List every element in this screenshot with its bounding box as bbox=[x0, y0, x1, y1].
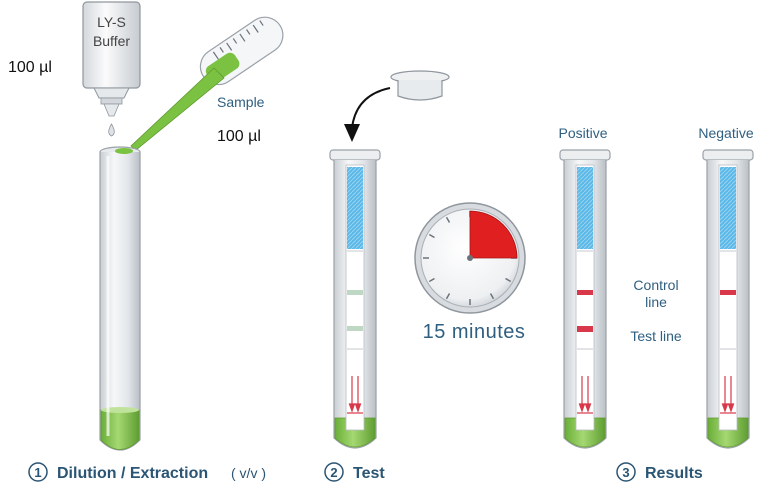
step-captions: 1 Dilution / Extraction ( v/v ) 2 Test 3… bbox=[28, 462, 703, 482]
step3-title: Results bbox=[645, 465, 703, 482]
positive-label: Positive bbox=[558, 125, 607, 141]
test-strip bbox=[345, 164, 365, 431]
negative-label: Negative bbox=[698, 125, 753, 141]
timer-duration-label: 15 minutes bbox=[423, 321, 526, 343]
control-line-pending bbox=[347, 290, 363, 295]
test-line-label: Test line bbox=[630, 328, 682, 344]
step1-number: 1 bbox=[34, 465, 41, 480]
positive-test-line bbox=[577, 326, 593, 332]
step1-number-circle bbox=[28, 462, 48, 482]
control-line-label-2: line bbox=[645, 294, 667, 310]
step1-caption: 1 Dilution / Extraction ( v/v ) bbox=[28, 462, 266, 482]
timer-icon bbox=[414, 202, 526, 314]
test-line-pending bbox=[347, 326, 363, 331]
arrow-icon bbox=[351, 87, 391, 129]
negative-dip-arrows-icon bbox=[720, 376, 736, 414]
bottle-label-line2: Buffer bbox=[93, 33, 130, 49]
dip-arrows-icon bbox=[347, 376, 363, 414]
step3-caption: 3 Results bbox=[616, 462, 703, 482]
step2-test: 15 minutes bbox=[329, 70, 526, 449]
arrow-head-icon bbox=[344, 124, 360, 142]
test-tube bbox=[329, 149, 381, 449]
step2-caption: 2 Test bbox=[324, 462, 385, 482]
positive-control-line bbox=[577, 290, 593, 295]
control-line-label-1: Control bbox=[633, 277, 678, 293]
step3-number-circle bbox=[616, 462, 636, 482]
negative-control-line bbox=[720, 290, 736, 295]
pipette-icon bbox=[130, 16, 284, 151]
extraction-tube bbox=[99, 146, 141, 451]
step2-number-circle bbox=[324, 462, 344, 482]
step3-results: Positive Negative bbox=[558, 125, 754, 449]
sample-label: Sample bbox=[217, 94, 265, 110]
step1-title: Dilution / Extraction bbox=[57, 465, 208, 482]
step1-dilution: LY-S Buffer 100 µl Sample bbox=[8, 1, 284, 451]
negative-tube bbox=[702, 149, 754, 449]
step3-number: 3 bbox=[622, 465, 629, 480]
step2-number: 2 bbox=[330, 465, 337, 480]
tube-cap-icon bbox=[390, 70, 450, 101]
timer-elapsed-wedge bbox=[469, 210, 518, 259]
step1-title-suffix: ( v/v ) bbox=[231, 465, 266, 481]
step2-title: Test bbox=[353, 465, 385, 482]
buffer-bottle-icon bbox=[82, 1, 141, 137]
sample-volume-label: 100 µl bbox=[217, 128, 261, 145]
positive-tube bbox=[559, 149, 611, 449]
buffer-volume-label: 100 µl bbox=[8, 59, 52, 76]
bottle-label-line1: LY-S bbox=[97, 14, 126, 30]
positive-dip-arrows-icon bbox=[577, 376, 593, 414]
